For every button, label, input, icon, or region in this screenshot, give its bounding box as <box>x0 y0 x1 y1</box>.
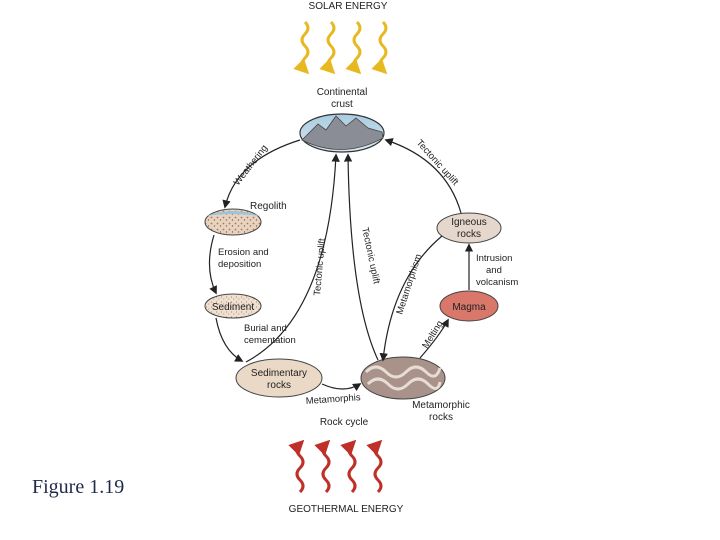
sediment-node <box>204 293 262 319</box>
regolith-label: Regolith <box>250 201 287 212</box>
erosion-arrow <box>208 234 217 295</box>
metamorphism-diag-label: Metamorphism <box>394 253 424 316</box>
solar-energy-label: SOLAR ENERGY <box>309 1 388 12</box>
igneous-rocks-node <box>436 212 502 244</box>
rock-cycle-title: Rock cycle <box>320 417 369 428</box>
solar-energy-waves <box>293 20 388 75</box>
metamorphism-arrow-diag <box>379 235 443 362</box>
tectonic-uplift-center-label: Tectonic uplift <box>359 226 382 285</box>
geothermal-energy-label: GEOTHERMAL ENERGY <box>289 504 404 515</box>
tectonic-uplift-right-arrow <box>384 138 462 214</box>
tectonic-uplift-left-label: Tectonic uplift <box>312 238 328 297</box>
magma-node <box>439 290 499 322</box>
metamorphism-bottom-label: Metamorphis <box>305 392 361 407</box>
melting-arrow <box>419 318 449 359</box>
sediment-label: Sediment <box>212 302 254 313</box>
tectonic-uplift-center-arrow <box>343 153 379 361</box>
regolith-node <box>204 208 262 236</box>
weathering-label: Weathering <box>232 143 270 188</box>
metamorphic-rocks-node <box>360 356 446 400</box>
geothermal-energy-waves <box>288 439 383 494</box>
tectonic-uplift-right-label: Tectonic uplift <box>414 138 461 188</box>
melting-label: Melting <box>420 319 446 351</box>
weathering-arrow <box>222 139 301 209</box>
magma-label: Magma <box>452 302 486 313</box>
metamorphism-arrow-bottom <box>321 383 362 392</box>
tectonic-uplift-left-arrow <box>245 153 340 363</box>
sedimentary-rocks-node <box>235 358 323 398</box>
figure-caption: Figure 1.19 <box>32 476 125 498</box>
continental-crust-node <box>299 113 385 153</box>
burial-arrow <box>215 317 244 362</box>
